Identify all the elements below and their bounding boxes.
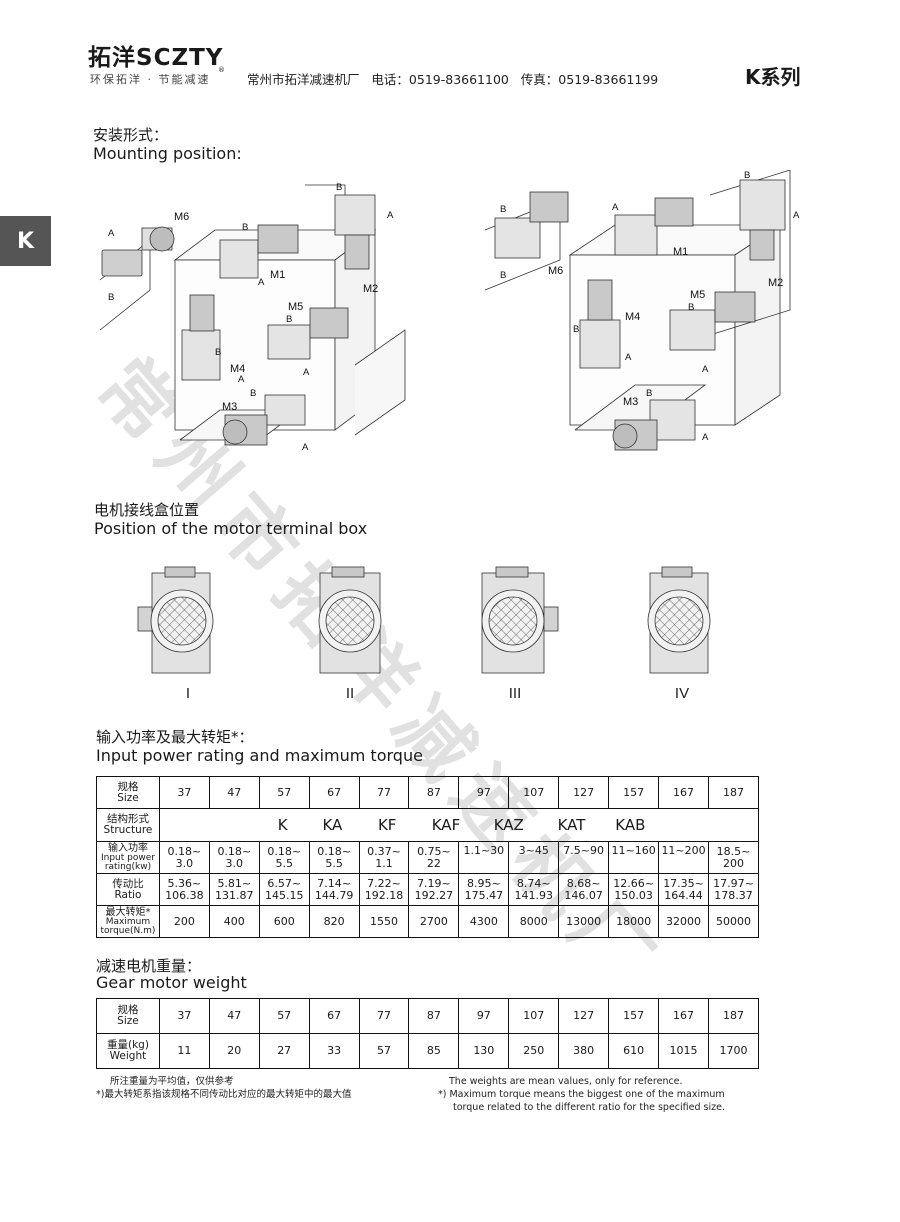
- svg-text:A: A: [387, 210, 394, 221]
- svg-text:B: B: [286, 314, 292, 325]
- gear-motor-sketches: [101, 179, 786, 451]
- svg-text:A: A: [625, 352, 632, 363]
- label-left-m4: M4: [230, 363, 245, 375]
- svg-text:B: B: [500, 270, 506, 281]
- notes-cn: 所注重量为平均值，仅供参考 *)最大转矩系指该规格不同传动比对应的最大转矩中的最…: [96, 1075, 351, 1101]
- note-en-torque-2: torque related to the different ratio fo…: [453, 1102, 725, 1113]
- svg-text:A: A: [702, 364, 709, 375]
- terminal-box-view-3: [481, 566, 559, 674]
- svg-text:A: A: [303, 367, 310, 378]
- mounting-title-cn: 安装形式：: [93, 126, 169, 144]
- svg-text:A: A: [612, 202, 619, 213]
- label-right-m4: M4: [625, 311, 640, 323]
- svg-text:A: A: [302, 442, 309, 453]
- side-section-tab: K: [0, 216, 51, 266]
- label-left-m1: M1: [270, 269, 285, 281]
- svg-text:A: A: [238, 374, 245, 385]
- svg-text:A: A: [258, 277, 265, 288]
- label-left-m3: M3: [222, 401, 237, 413]
- svg-text:B: B: [646, 388, 652, 399]
- note-cn-weight: 所注重量为平均值，仅供参考: [110, 1076, 234, 1087]
- power-table-title-cn: 输入功率及最大转矩*：: [96, 728, 254, 746]
- weight-table-title-en: Gear motor weight: [96, 973, 247, 992]
- registered-mark: ®: [218, 66, 225, 74]
- label-left-m6: M6: [174, 211, 189, 223]
- terminal-box-diagram: I II III IV: [137, 566, 711, 702]
- svg-text:B: B: [744, 170, 750, 181]
- power-table-title-en: Input power rating and maximum torque: [96, 746, 423, 765]
- label-right-m2: M2: [768, 277, 783, 289]
- label-right-m5: M5: [690, 289, 705, 301]
- svg-text:B: B: [500, 204, 506, 215]
- terminal-box-view-1: [137, 566, 214, 674]
- label-right-m6: M6: [548, 265, 563, 277]
- svg-text:A: A: [702, 432, 709, 443]
- svg-text:A: A: [793, 210, 800, 221]
- brand-slogan: 环保拓洋 · 节能减速: [90, 73, 211, 86]
- position-label-3: III: [509, 685, 522, 702]
- svg-text:A: A: [108, 228, 115, 239]
- note-cn-torque: *)最大转矩系指该规格不同传动比对应的最大转矩中的最大值: [96, 1089, 352, 1100]
- terminal-box-title-en: Position of the motor terminal box: [94, 519, 368, 538]
- svg-text:B: B: [215, 347, 221, 358]
- svg-text:B: B: [108, 292, 114, 303]
- label-left-m2: M2: [363, 283, 378, 295]
- series-title: K系列: [745, 65, 801, 89]
- position-label-4: IV: [675, 685, 689, 702]
- note-en-weight: The weights are mean values, only for re…: [449, 1076, 683, 1087]
- svg-text:B: B: [573, 324, 579, 335]
- label-right-m3: M3: [623, 396, 638, 408]
- terminal-box-view-4: [647, 566, 711, 674]
- note-en-torque-1: *) Maximum torque means the biggest one …: [438, 1089, 725, 1100]
- brand-logo: 拓洋SCZTY: [88, 45, 224, 71]
- side-markers: AB BA BA BA BA BA BB A BA BA BA BA: [108, 170, 800, 453]
- position-label-2: II: [346, 685, 354, 702]
- svg-text:B: B: [250, 388, 256, 399]
- weight-table-title-cn: 减速电机重量：: [96, 957, 202, 975]
- terminal-box-view-2: [318, 566, 382, 674]
- svg-text:B: B: [336, 182, 342, 193]
- mounting-position-diagram: M6 M1 M2 M5 M4 M3 M6 M1 M2 M5 M4 M3 AB B…: [99, 170, 800, 453]
- svg-text:B: B: [688, 302, 694, 313]
- mounting-title-en: Mounting position:: [93, 144, 242, 163]
- label-left-m5: M5: [288, 301, 303, 313]
- notes-en: The weights are mean values, only for re…: [438, 1075, 725, 1114]
- svg-text:B: B: [242, 222, 248, 233]
- company-contact-line: 常州市拓洋减速机厂 电话：0519-83661100 传真：0519-83661…: [247, 72, 659, 87]
- position-label-1: I: [186, 685, 190, 702]
- label-right-m1: M1: [673, 246, 688, 258]
- terminal-box-title-cn: 电机接线盒位置: [94, 501, 200, 519]
- mounting-labels: M6 M1 M2 M5 M4 M3 M6 M1 M2 M5 M4 M3: [174, 211, 783, 413]
